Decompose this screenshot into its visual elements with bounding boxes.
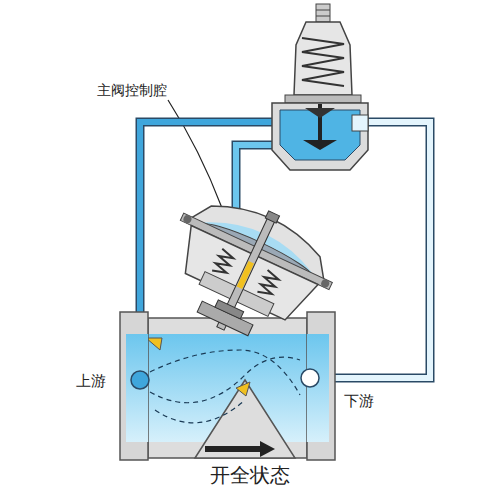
part-label: 主阀控制腔 <box>97 82 167 99</box>
main-valve-body <box>120 312 335 460</box>
leader-line <box>168 100 222 208</box>
main-valve-bonnet <box>146 179 348 363</box>
part-label: 上游 <box>76 372 106 390</box>
pilot-valve <box>272 4 368 170</box>
part-label: 下游 <box>344 392 374 410</box>
caption: 开全状态 <box>210 463 290 487</box>
